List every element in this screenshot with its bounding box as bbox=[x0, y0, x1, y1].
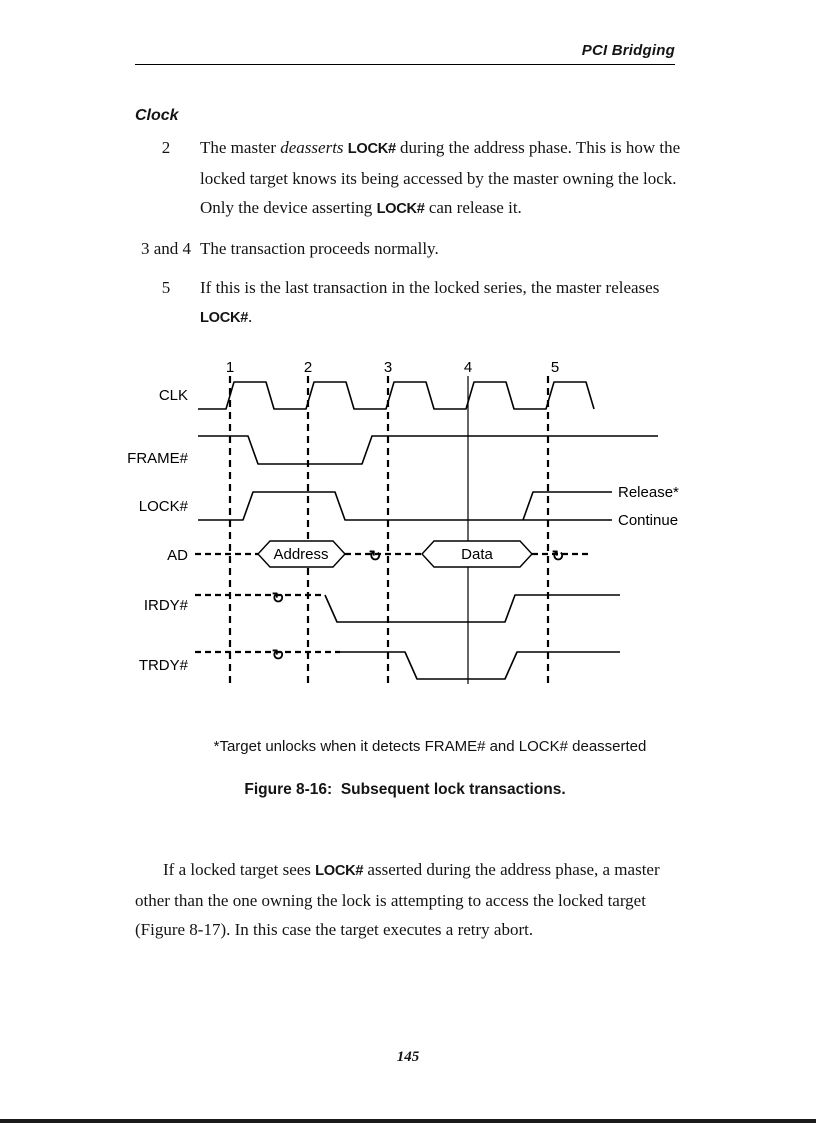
timing-diagram: 1 2 3 4 5 CLK FRAME# LOCK# AD IRDY# TRDY… bbox=[127, 359, 679, 684]
clock-item-text: The transaction proceeds normally. bbox=[200, 239, 439, 258]
closing-paragraph: If a locked target sees LOCK# asserted d… bbox=[135, 860, 660, 939]
turnaround-icon: ↻ bbox=[369, 548, 382, 565]
lock-release-branch bbox=[522, 491, 612, 521]
running-head: PCI Bridging bbox=[581, 42, 675, 59]
data-bubble-label: Data bbox=[461, 546, 493, 563]
address-bubble bbox=[257, 540, 346, 568]
header-rule bbox=[135, 64, 675, 65]
figure-footnote: *Target unlocks when it detects FRAME# a… bbox=[213, 738, 647, 755]
clock-item-number: 5 bbox=[161, 278, 171, 297]
turnaround-icon: ↻ bbox=[272, 590, 285, 607]
release-label: Release* bbox=[618, 484, 679, 501]
clock-item-number: 2 bbox=[161, 138, 171, 157]
data-bubble bbox=[421, 540, 533, 568]
lock-waveform bbox=[198, 491, 612, 521]
signal-label-trdy: TRDY# bbox=[139, 657, 189, 674]
signal-label-irdy: IRDY# bbox=[144, 597, 189, 614]
turnaround-icon: ↻ bbox=[552, 548, 565, 565]
clock-item-text: If this is the last transaction in the l… bbox=[200, 278, 660, 326]
clock-number-2: 2 bbox=[304, 359, 312, 376]
clock-heading: Clock bbox=[135, 107, 179, 124]
signal-label-ad: AD bbox=[167, 547, 188, 564]
frame-waveform bbox=[198, 435, 658, 465]
clock-item-3-4: 3 and 4 The transaction proceeds normall… bbox=[135, 234, 683, 263]
page-edge bbox=[0, 1119, 816, 1123]
continue-label: Continue bbox=[618, 512, 678, 529]
clock-item-text: The master deasserts LOCK# during the ad… bbox=[200, 138, 681, 217]
trdy-waveform bbox=[340, 651, 620, 680]
clock-number-1: 1 bbox=[226, 359, 234, 376]
clock-number-5: 5 bbox=[551, 359, 559, 376]
turnaround-icon: ↻ bbox=[272, 647, 285, 664]
clock-item-2: 2 The master deasserts LOCK# during the … bbox=[135, 133, 683, 224]
figure-caption: Figure 8-16: Subsequent lock transaction… bbox=[244, 781, 566, 798]
figure-area: 1 2 3 4 5 CLK FRAME# LOCK# AD IRDY# TRDY… bbox=[100, 359, 700, 694]
clock-item-5: 5 If this is the last transaction in the… bbox=[135, 273, 683, 333]
signal-label-lock: LOCK# bbox=[139, 498, 189, 515]
clock-number-4: 4 bbox=[464, 359, 472, 376]
clock-number-3: 3 bbox=[384, 359, 392, 376]
page-number: 145 bbox=[396, 1049, 420, 1065]
signal-label-clk: CLK bbox=[159, 387, 188, 404]
clk-waveform bbox=[198, 381, 595, 410]
signal-label-frame: FRAME# bbox=[127, 450, 189, 467]
irdy-waveform bbox=[324, 594, 620, 623]
page-header: PCI Bridging bbox=[0, 0, 816, 65]
address-bubble-label: Address bbox=[273, 546, 328, 563]
clock-item-number: 3 and 4 bbox=[140, 239, 192, 258]
